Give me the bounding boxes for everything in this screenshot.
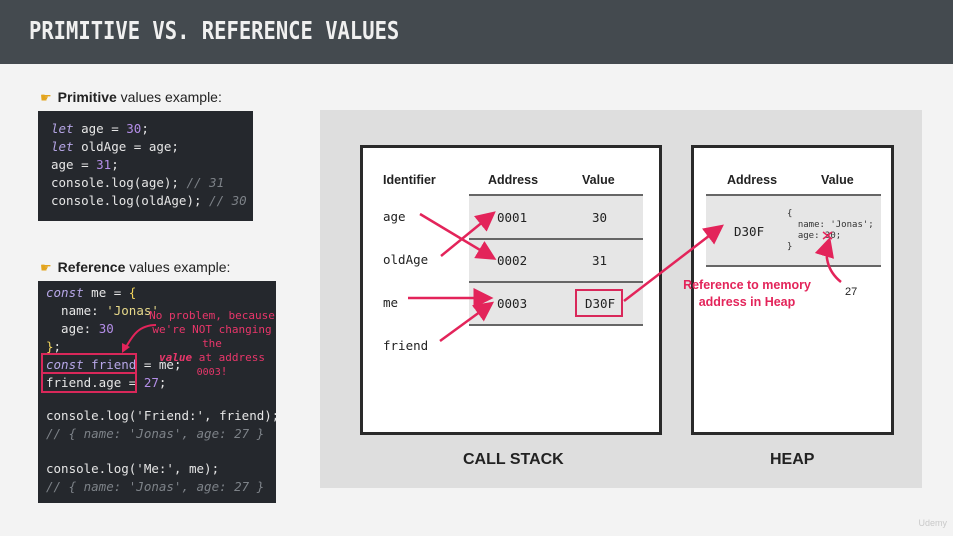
code-line: let oldAge = age; bbox=[51, 139, 179, 154]
divider bbox=[469, 324, 643, 326]
identifier-age: age bbox=[383, 209, 406, 224]
table-shaded-area bbox=[469, 195, 643, 325]
call-stack-box: Identifier Address Value age oldAge me f… bbox=[360, 145, 662, 435]
code-line: }; bbox=[46, 339, 62, 354]
divider bbox=[706, 194, 881, 196]
code-line: age: 30 bbox=[46, 321, 114, 336]
code-line: // { name: 'Jonas', age: 27 } bbox=[46, 479, 265, 494]
reference-value-highlight bbox=[575, 289, 623, 317]
highlight-divider bbox=[41, 353, 137, 374]
code-line: let age = 30; bbox=[51, 121, 149, 136]
heap-annotation: 27 bbox=[845, 286, 858, 298]
code-line: console.log('Friend:', friend); bbox=[46, 408, 280, 423]
code-line: const friend = me; bbox=[46, 357, 182, 372]
slide-header: PRIMITIVE VS. REFERENCE VALUES bbox=[0, 0, 953, 64]
code-line: console.log(oldAge); // 30 bbox=[51, 193, 247, 208]
heap-header-address: Address bbox=[727, 173, 778, 187]
code-line: friend.age = 27; bbox=[46, 375, 167, 390]
pointing-hand-icon: ☛ bbox=[40, 90, 52, 105]
heap-header-value: Value bbox=[821, 173, 854, 187]
divider bbox=[706, 265, 881, 267]
reference-heading: ☛Reference values example: bbox=[40, 259, 231, 275]
code-line: // { name: 'Jonas', age: 27 } bbox=[46, 426, 265, 441]
value-cell: D30F bbox=[585, 296, 616, 311]
heap-address-cell: D30F bbox=[734, 224, 765, 239]
note-arrow bbox=[122, 324, 157, 353]
identifier-oldage: oldAge bbox=[383, 252, 429, 267]
code-line: age = 31; bbox=[51, 157, 119, 172]
divider bbox=[469, 194, 643, 196]
watermark: Udemy bbox=[918, 518, 947, 528]
divider bbox=[469, 281, 643, 283]
primitive-code-block: let age = 30; let oldAge = age; age = 31… bbox=[38, 111, 253, 221]
call-stack-caption: CALL STACK bbox=[463, 451, 564, 468]
address-cell: 0001 bbox=[497, 210, 528, 225]
value-cell: 30 bbox=[592, 210, 608, 225]
value-cell: 31 bbox=[592, 253, 608, 268]
primitive-heading: ☛Primitive values example: bbox=[40, 89, 222, 105]
heap-shaded-area bbox=[706, 195, 881, 266]
code-line: const me = { bbox=[46, 285, 137, 300]
address-cell: 0002 bbox=[497, 253, 528, 268]
header-value: Value bbox=[582, 173, 615, 187]
address-cell: 0003 bbox=[497, 296, 528, 311]
pointing-hand-icon: ☛ bbox=[40, 260, 52, 275]
heap-object: { name: 'Jonas'; age: 30;} bbox=[787, 209, 874, 252]
code-line: console.log('Me:', me); bbox=[46, 461, 220, 476]
code-line: console.log(age); // 31 bbox=[51, 175, 225, 190]
code-line: name: 'Jonas' bbox=[46, 303, 159, 318]
identifier-me: me bbox=[383, 295, 399, 310]
header-identifier: Identifier bbox=[383, 173, 436, 187]
reference-label: Reference to memory address in Heap bbox=[683, 278, 811, 309]
heap-caption: HEAP bbox=[770, 451, 815, 468]
slide-title: PRIMITIVE VS. REFERENCE VALUES bbox=[29, 16, 400, 45]
header-address: Address bbox=[488, 173, 539, 187]
note-text: No problem, because we're NOT changing t… bbox=[149, 309, 275, 378]
reference-code-block: const me = { name: 'Jonas' age: 30 }; co… bbox=[38, 281, 280, 503]
identifier-friend: friend bbox=[383, 338, 429, 353]
divider bbox=[469, 238, 643, 240]
heap-box: Address Value D30F { name: 'Jonas'; age:… bbox=[691, 145, 894, 435]
